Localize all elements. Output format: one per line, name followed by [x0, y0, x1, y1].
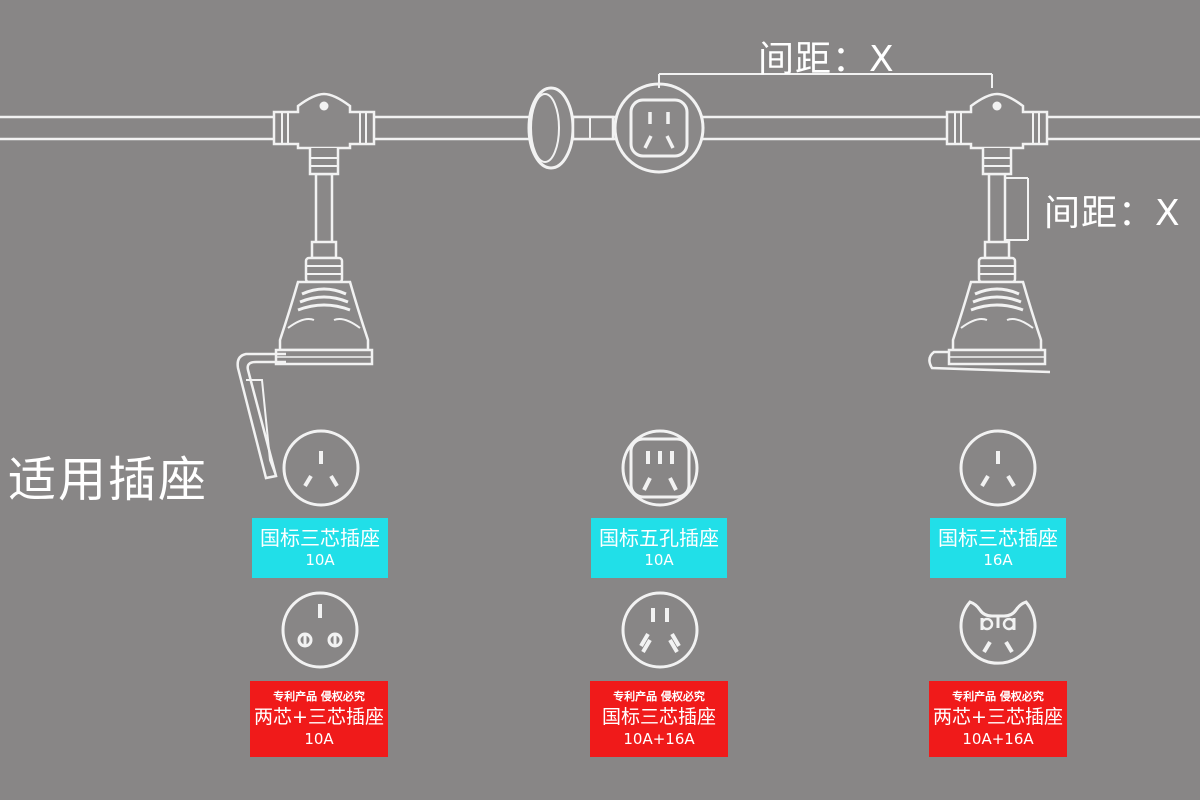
- socket-rating: 10A: [305, 551, 335, 569]
- left-junction: [236, 92, 376, 480]
- socket-label-patent-3: 专利产品 侵权必究 两芯+三芯插座 10A+16A: [929, 681, 1067, 757]
- socket-icon-two-plus-three-2: [959, 600, 1037, 665]
- socket-label-patent-2: 专利产品 侵权必究 国标三芯插座 10A+16A: [590, 681, 728, 757]
- socket-name: 两芯+三芯插座: [254, 706, 384, 728]
- socket-rating: 10A+16A: [962, 730, 1034, 748]
- socket-rating: 10A+16A: [623, 730, 695, 748]
- spacing-dimension-side: [1005, 177, 1029, 241]
- socket-icon-three-pin-1: [282, 429, 360, 507]
- patent-tag: 专利产品 侵权必究: [952, 690, 1044, 703]
- spacing-label-top: 间距：X: [758, 39, 895, 80]
- socket-name: 国标五孔插座: [599, 526, 719, 550]
- socket-rating: 16A: [983, 551, 1013, 569]
- socket-icon-two-plus-three-1: [281, 591, 359, 669]
- socket-rating: 10A: [644, 551, 674, 569]
- inline-socket: [527, 82, 705, 174]
- socket-label-standard-3: 国标三芯插座 16A: [930, 518, 1066, 578]
- socket-label-patent-1: 专利产品 侵权必究 两芯+三芯插座 10A: [250, 681, 388, 757]
- right-junction: [928, 92, 1051, 374]
- socket-icon-three-pin-2: [959, 429, 1037, 507]
- socket-name: 国标三芯插座: [601, 706, 716, 728]
- socket-name: 国标三芯插座: [938, 526, 1058, 550]
- socket-label-standard-1: 国标三芯插座 10A: [252, 518, 388, 578]
- socket-rating: 10A: [304, 730, 334, 748]
- socket-name: 两芯+三芯插座: [933, 706, 1063, 728]
- patent-tag: 专利产品 侵权必究: [273, 690, 365, 703]
- socket-name: 国标三芯插座: [260, 526, 380, 550]
- socket-icon-five-hole: [621, 429, 699, 507]
- patent-tag: 专利产品 侵权必究: [613, 690, 705, 703]
- spacing-dimension-top: [658, 73, 993, 88]
- socket-label-standard-2: 国标五孔插座 10A: [591, 518, 727, 578]
- spacing-label-side: 间距：X: [1044, 193, 1181, 234]
- section-title: 适用插座: [8, 452, 209, 508]
- socket-icon-universal-three: [621, 591, 699, 669]
